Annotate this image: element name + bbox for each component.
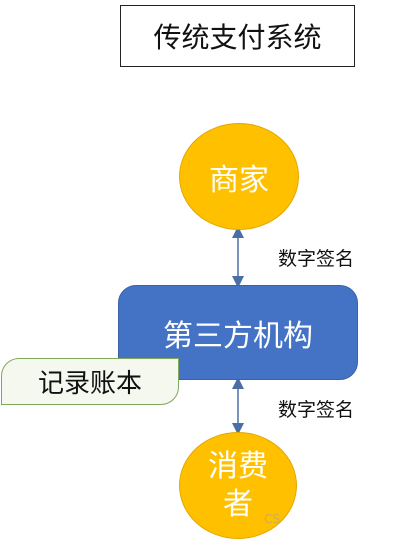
- digital-signature-label-top: 数字签名: [278, 248, 355, 270]
- watermark: CS: [264, 512, 280, 526]
- digital-signature-label-bottom: 数字签名: [278, 399, 355, 421]
- ledger-tag: 记录账本: [1, 358, 179, 405]
- merchant-node: 商家: [179, 123, 299, 230]
- consumer-node: 消费者: [179, 432, 297, 539]
- diagram-title: 传统支付系统: [120, 5, 355, 67]
- third-party-node: 第三方机构: [118, 285, 358, 380]
